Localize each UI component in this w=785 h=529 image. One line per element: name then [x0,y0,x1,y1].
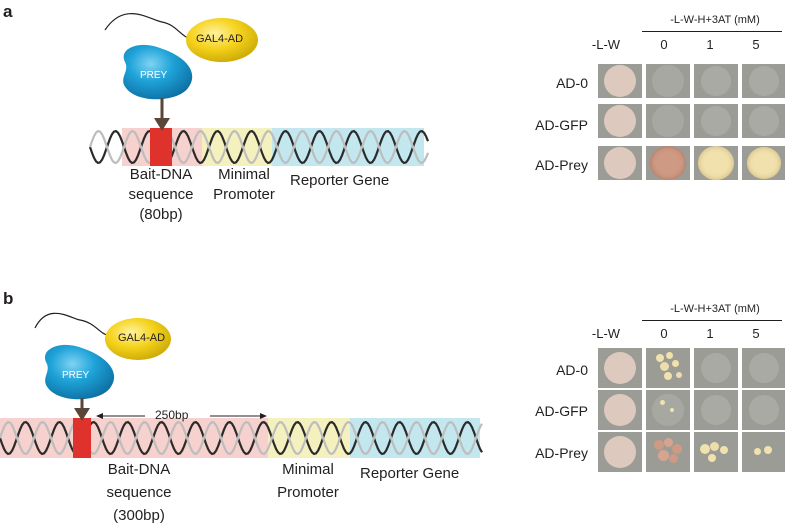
reporter-label-b: Reporter Gene [360,465,460,482]
col-label-0-a: 0 [660,37,668,52]
col-label-5-b: 5 [752,326,760,341]
reporter-region-highlight [272,128,424,166]
panel-a-diagram [88,13,430,166]
prey-protein-a [123,44,193,100]
gal4-label-b: GAL4-AD [118,332,166,344]
reporter-label-a: Reporter Gene [290,172,390,189]
plate-a-ad0-lw [598,64,642,98]
promoter-label-a: Minimal Promoter [205,165,283,205]
col-label-0-b: 0 [660,326,668,341]
plate-b-adprey-0 [646,432,690,472]
condition-underline-a [642,31,782,32]
plate-a-adgfp-1 [694,104,738,138]
row-label-adgfp-b: AD-GFP [535,403,588,419]
plate-a-ad0-1 [694,64,738,98]
plate-a-ad0-5 [742,64,785,98]
plate-b-adgfp-5 [742,390,785,430]
plate-b-adgfp-0 [646,390,690,430]
arrow-head-a [154,118,170,131]
prey-protein-b [44,344,115,400]
linker-b [34,312,111,337]
bait-label-a: Bait-DNA sequence (80bp) [117,165,205,225]
distance-arrow-right [260,413,267,419]
panel-a-letter: a [3,2,13,21]
promoter-region-highlight-b [268,418,350,458]
panel-b-diagram [0,312,483,458]
arrow-head-b [74,408,90,421]
plate-a-adprey-1 [694,146,738,180]
plate-a-adgfp-5 [742,104,785,138]
bait-label-line-3-b: (300bp) [113,507,165,524]
plate-b-ad0-0 [646,348,690,388]
plate-a-ad0-0 [646,64,690,98]
plate-a-adgfp-0 [646,104,690,138]
row-label-adgfp-a: AD-GFP [535,117,588,133]
bait-label-line-2: sequence [128,186,194,203]
bait-label-line-1: Bait-DNA [129,166,193,183]
prey-label-b: PREY [62,370,90,381]
col-label-lw-b: -L-W [591,326,621,341]
plate-b-adprey-1 [694,432,738,472]
plate-a-adprey-0 [646,146,690,180]
col-label-lw-a: -L-W [591,37,621,52]
bait-core-b [73,418,91,458]
bait-label-b: Bait-DNA sequence (300bp) [88,458,190,527]
promoter-label-b: Minimal Promoter [268,458,348,504]
plate-b-ad0-1 [694,348,738,388]
plate-a-adgfp-lw [598,104,642,138]
col-label-5-a: 5 [752,37,760,52]
gal4-label-a: GAL4-AD [196,33,244,45]
panel-b-letter: b [3,289,14,308]
promoter-label-line-2-b: Promoter [277,484,339,501]
plate-b-adgfp-lw [598,390,642,430]
col-label-1-a: 1 [706,37,714,52]
condition-label-a: -L-W-H+3AT (mM) [670,14,760,26]
bait-label-line-3: (80bp) [139,206,183,223]
gal4-ad-a [186,18,258,62]
dna-helix-a [88,129,430,165]
bait-label-line-1-b: Bait-DNA [107,461,171,478]
row-label-ad0-b: AD-0 [556,362,588,378]
promoter-label-line-1-b: Minimal [282,461,334,478]
col-label-1-b: 1 [706,326,714,341]
distance-arrow-left [96,413,103,419]
gal4-ad-b [105,318,171,360]
bait-label-line-2-b: sequence [106,484,172,501]
promoter-label-line-2: Promoter [213,186,275,203]
plate-b-adgfp-1 [694,390,738,430]
plate-a-adprey-5 [742,146,785,180]
row-label-adprey-b: AD-Prey [535,445,588,461]
bait-core-a [150,128,172,166]
condition-underline-b [642,320,782,321]
plate-a-adprey-lw [598,146,642,180]
row-label-ad0-a: AD-0 [556,75,588,91]
linker-a [104,13,196,41]
plate-b-adprey-5 [742,432,785,472]
plate-b-adprey-lw [598,432,642,472]
plate-b-ad0-5 [742,348,785,388]
prey-label-a: PREY [140,70,168,81]
promoter-label-line-1: Minimal [218,166,270,183]
condition-label-b: -L-W-H+3AT (mM) [670,303,760,315]
row-label-adprey-a: AD-Prey [535,157,588,173]
plate-b-ad0-lw [598,348,642,388]
distance-label-b: 250bp [155,408,189,422]
